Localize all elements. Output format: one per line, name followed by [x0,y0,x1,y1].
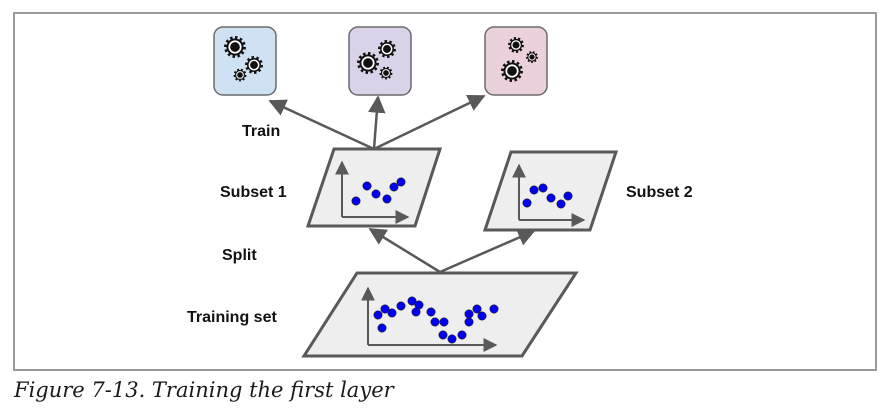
subset-1-point [382,194,392,204]
train-arrow-2 [368,95,386,150]
training-set-point [407,296,417,306]
predictor-3-box [484,26,548,96]
subset-1-point [362,181,372,191]
predictor-2 [348,26,412,96]
gear-icon [379,66,393,80]
training-set-point [489,304,499,314]
gear-icon [526,51,538,63]
subset-1-panel [305,147,443,228]
training-set-point [430,317,440,327]
predictor-2-box [348,26,412,96]
training-set-point [396,301,406,311]
subset-2-panel [482,150,619,232]
predictors-group [213,26,548,96]
subset-1-points [351,177,406,206]
subset-1-point [396,177,406,187]
training-set-point [380,304,390,314]
predictor-3 [484,26,548,96]
subset-2-plane [482,150,619,232]
gear-icon [245,56,263,74]
train-label: Train [242,123,280,140]
training-set-point [457,330,467,340]
predictor-1 [213,26,277,96]
training-set-point [477,311,487,321]
gear-icon [501,60,523,82]
training-set-point [377,323,387,333]
predictor-1-box [213,26,277,96]
training-set-point [411,307,421,317]
train-arrows [268,94,486,151]
subset-1-point [389,182,399,192]
training-set-point [373,310,383,320]
train-arrow-1 [268,99,375,151]
split-arrow-1 [368,227,441,274]
training-set-panel [301,271,579,358]
gear-icon [224,36,246,58]
subset-2-label: Subset 2 [626,184,693,201]
training-set-point [464,317,474,327]
subset-1-axes [335,160,410,224]
subset-1-plane [305,147,443,228]
gear-icon [357,52,379,74]
gear-icon [508,37,524,53]
subset-2-points [522,183,573,209]
training-set-point [438,330,448,340]
training-set-axes [361,286,498,352]
subset-2-point [556,199,566,209]
training-set-label: Training set [187,309,277,326]
training-set-point [426,307,436,317]
training-set-point [472,304,482,314]
split-arrow-2 [439,229,536,274]
training-set-point [387,308,397,318]
subset-2-point [529,185,539,195]
split-arrows [368,227,536,274]
train-arrow-3 [373,94,486,151]
training-set-point [464,309,474,319]
subset-1-label: Subset 1 [220,184,287,201]
training-set-plane [301,271,579,358]
subset-2-point [538,183,548,193]
gear-icon [378,40,396,58]
split-label: Split [222,247,257,264]
subset-1-point [371,189,381,199]
subset-1-point [351,196,361,206]
figure-caption: Figure 7-13. Training the first layer [14,378,394,402]
training-set-point [439,317,449,327]
training-set-point [447,334,457,344]
subset-2-axes [512,163,586,227]
gear-icon [233,68,247,82]
subset-2-point [546,193,556,203]
subset-2-point [522,198,532,208]
subset-2-point [563,191,573,201]
training-set-points [373,296,499,344]
